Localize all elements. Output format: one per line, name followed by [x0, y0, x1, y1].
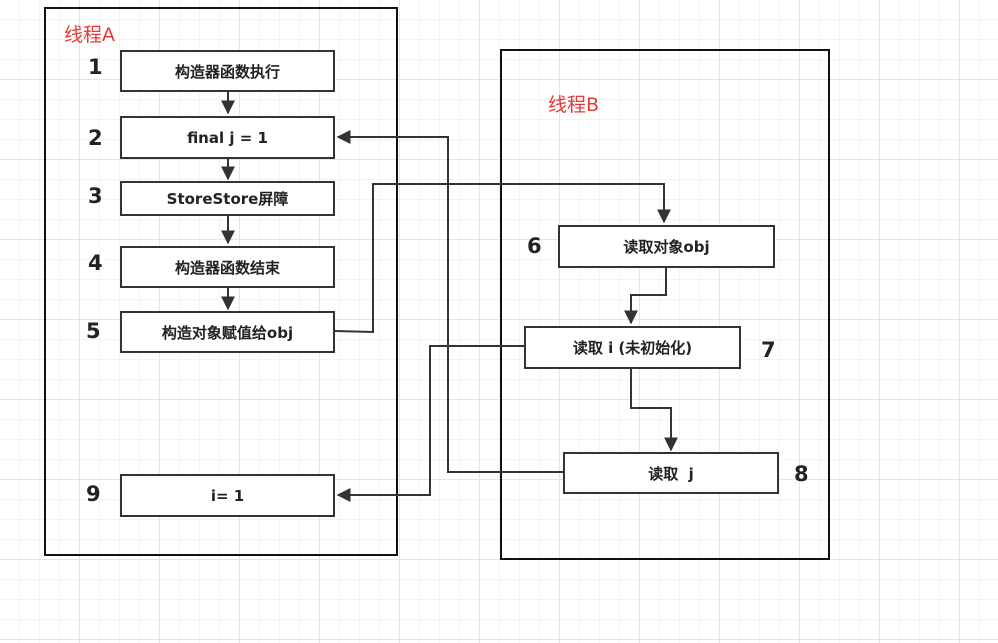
step-box-9: i= 1 [120, 474, 335, 517]
step-number-3: 3 [88, 184, 103, 208]
step-box-8: 读取 j [563, 452, 779, 494]
step-number-4: 4 [88, 251, 103, 275]
step-box-1: 构造器函数执行 [120, 50, 335, 92]
step-box-2: final j = 1 [120, 116, 335, 159]
arrow-7-to-8 [630, 369, 678, 452]
step-number-1: 1 [88, 55, 103, 79]
step-number-6: 6 [527, 234, 542, 258]
thread-b-frame [500, 49, 830, 560]
step-number-5: 5 [86, 319, 101, 343]
step-box-3: StoreStore屏障 [120, 181, 335, 216]
thread-a-frame [44, 7, 398, 556]
step-box-4: 构造器函数结束 [120, 246, 335, 288]
step-box-7: 读取 i (未初始化) [524, 326, 741, 369]
arrow-8-to-2 [336, 130, 563, 473]
thread-b-title: 线程B [548, 94, 600, 116]
arrow-5-to-6 [334, 183, 671, 334]
thread-a-title: 线程A [64, 24, 115, 46]
step-number-9: 9 [86, 482, 101, 506]
step-box-5: 构造对象赋值给obj [120, 311, 335, 353]
step-number-8: 8 [794, 462, 809, 486]
step-number-2: 2 [88, 126, 103, 150]
arrow-7-to-9 [336, 345, 524, 502]
step-box-6: 读取对象obj [558, 225, 775, 268]
arrow-6-to-7 [624, 268, 667, 325]
step-number-7: 7 [761, 338, 776, 362]
